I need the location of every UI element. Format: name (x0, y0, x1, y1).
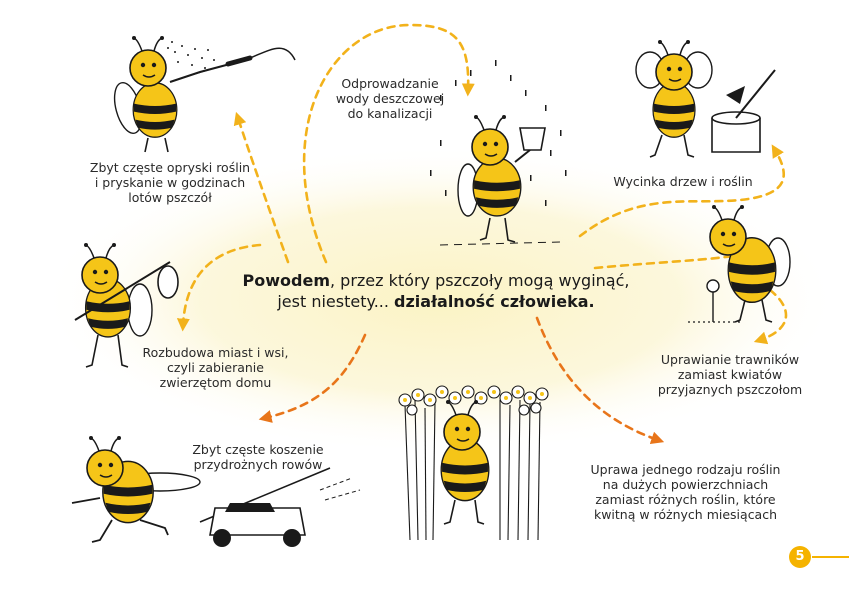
caption-line: Uprawianie trawników (660, 352, 800, 367)
caption-line: przyjaznych pszczołom (657, 382, 803, 397)
arrow-to-mowing (258, 333, 367, 423)
caption-line: lotów pszczół (128, 190, 212, 205)
caption-line: na dużych powierzchniach (602, 477, 769, 492)
central-line-2: jest niestety... działalność człowieka. (196, 291, 676, 312)
caption-line: Zbyt częste opryski roślin (89, 160, 251, 175)
caption-line: kwitną w różnych miesiącach (593, 507, 778, 522)
caption-line: zamiast kwiatów (677, 367, 783, 382)
caption-trees: Wycinka drzew i roślin (598, 174, 768, 189)
caption-line: i pryskanie w godzinach (94, 175, 246, 190)
bee-bucket-icon (430, 60, 567, 246)
caption-line: czyli zabieranie (167, 360, 264, 375)
central-keyword-2: działalność człowieka. (394, 292, 595, 311)
bee-flowers-icon (398, 385, 549, 541)
caption-rain: Odprowadzanie wody deszczowej do kanaliz… (330, 76, 450, 121)
caption-line: do kanalizacji (347, 106, 433, 121)
center-glow (40, 145, 840, 455)
caption-line: Odprowadzanie (341, 76, 439, 91)
caption-line: Zbyt częste koszenie (192, 442, 324, 457)
central-keyword-1: Powodem (242, 271, 330, 290)
bee-axe-icon (635, 39, 776, 158)
caption-line: przydrożnych rowów (193, 457, 323, 472)
bee-mower-icon (71, 435, 361, 547)
caption-mowing: Zbyt częste koszenie przydrożnych rowów (178, 442, 338, 472)
page-number-badge: 5 (789, 546, 811, 568)
caption-line: zamiast różnych roślin, które (595, 492, 776, 507)
caption-monoculture: Uprawa jednego rodzaju roślin na dużych … (578, 462, 793, 522)
caption-line: zwierzętom domu (159, 375, 272, 390)
arrow-to-trees (578, 144, 785, 238)
central-statement: Powodem, przez który pszczoły mogą wygin… (196, 270, 676, 312)
bee-sprayer-icon (113, 35, 296, 153)
arrow-to-rain (302, 23, 475, 264)
arrow-to-monoculture (535, 316, 665, 445)
caption-line: Wycinka drzew i roślin (613, 174, 753, 189)
bee-bundle-icon (74, 242, 179, 368)
arrow-to-lawn (593, 248, 788, 340)
caption-line: wody deszczowej (335, 91, 445, 106)
caption-line: Uprawa jednego rodzaju roślin (590, 462, 781, 477)
caption-spray: Zbyt częste opryski roślin i pryskanie w… (75, 160, 265, 205)
arrow-to-city (176, 243, 262, 332)
central-text-1: , przez który pszczoły mogą wyginąć, (329, 271, 630, 290)
caption-line: Rozbudowa miast i wsi, (142, 345, 289, 360)
caption-city: Rozbudowa miast i wsi, czyli zabieranie … (128, 345, 303, 390)
central-line-1: Powodem, przez który pszczoły mogą wygin… (196, 270, 676, 291)
central-text-2: jest niestety... (277, 292, 395, 311)
caption-lawn: Uprawianie trawników zamiast kwiatów prz… (645, 352, 815, 397)
bee-flower-icon (688, 204, 791, 323)
page-number-line (812, 556, 849, 558)
